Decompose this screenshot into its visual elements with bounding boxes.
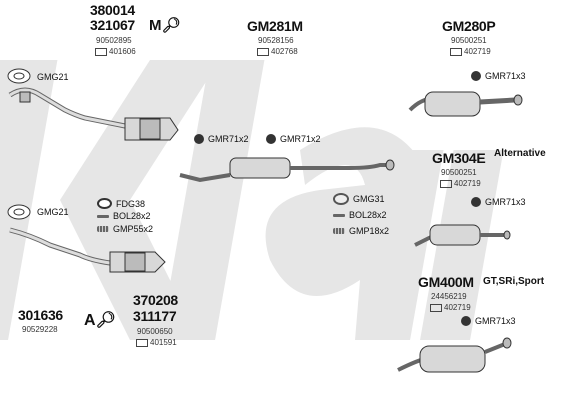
- reference-box-icon: [450, 47, 462, 56]
- fitting-kit-icon[interactable]: M🔎︎: [149, 17, 181, 34]
- part-code-gm280p[interactable]: GM280P: [442, 18, 496, 34]
- downpipe-catalyst-mid[interactable]: [9, 227, 166, 273]
- oe-number: 90528156: [258, 36, 294, 45]
- ref-number: 402719: [430, 303, 471, 312]
- oe-number: 90500251: [441, 168, 477, 177]
- oe-number: 90529228: [22, 325, 58, 334]
- gasket-fdg38[interactable]: FDG38: [97, 198, 145, 209]
- bolt-bol28-right[interactable]: BOL28x2: [333, 210, 387, 220]
- part-code-gm281m[interactable]: GM281M: [247, 18, 303, 34]
- hanger-icon: [471, 197, 481, 207]
- gasket-label[interactable]: GMG21: [37, 207, 69, 217]
- alternative-label: Alternative: [494, 148, 546, 159]
- part-code-380014[interactable]: 380014: [90, 2, 135, 18]
- part-code-gm400m[interactable]: GM400M: [418, 274, 474, 290]
- gasket-gmg31[interactable]: GMG31: [333, 193, 385, 205]
- ref-number: 401606: [95, 47, 136, 56]
- hanger-icon: [266, 134, 276, 144]
- gasket-gmg21-mid[interactable]: [7, 204, 31, 220]
- ref-number: 401591: [136, 338, 177, 347]
- hanger-label[interactable]: GMR71x3: [475, 316, 516, 326]
- oe-number: 90500251: [451, 36, 487, 45]
- clamp-icon: [333, 228, 345, 234]
- hanger-icon: [461, 316, 471, 326]
- variant-label: GT,SRi,Sport: [483, 276, 545, 287]
- center-silencer-gm281m[interactable]: [179, 157, 395, 183]
- reference-box-icon: [430, 303, 442, 312]
- oe-number: 90502895: [96, 36, 132, 45]
- part-code-370208[interactable]: 370208: [133, 292, 178, 308]
- hanger-label[interactable]: GMR71x2: [208, 134, 249, 144]
- ref-number: 402719: [450, 47, 491, 56]
- clamp-gmp18[interactable]: GMP18x2: [333, 226, 389, 236]
- oe-number: 24456219: [431, 292, 467, 301]
- reference-box-icon: [257, 47, 269, 56]
- hanger-label[interactable]: GMR71x3: [485, 71, 526, 81]
- hanger-icon: [194, 134, 204, 144]
- reference-box-icon: [440, 179, 452, 188]
- downpipe-catalyst-top[interactable]: [8, 87, 179, 141]
- oe-number: 90500650: [137, 327, 173, 336]
- clamp-icon: [97, 226, 109, 232]
- part-code-321067[interactable]: 321067: [90, 17, 135, 33]
- bolt-bol28[interactable]: BOL28x2: [97, 211, 151, 221]
- reference-box-icon: [136, 338, 148, 347]
- gasket-gmg21-top[interactable]: [7, 68, 31, 84]
- hanger-label[interactable]: GMR71x3: [485, 197, 526, 207]
- hanger-icon: [471, 71, 481, 81]
- part-code-311177[interactable]: 311177: [133, 308, 177, 324]
- reference-box-icon: [95, 47, 107, 56]
- ref-number: 402768: [257, 47, 298, 56]
- bolt-icon: [333, 213, 345, 217]
- hanger-label[interactable]: GMR71x2: [280, 134, 321, 144]
- rear-silencer-gm280p[interactable]: [408, 91, 523, 117]
- part-code-gm304e[interactable]: GM304E: [432, 150, 486, 166]
- rear-silencer-gm304e[interactable]: [414, 224, 511, 247]
- assembly-kit-icon[interactable]: A🔎︎: [84, 312, 116, 329]
- gasket-icon: [97, 198, 112, 209]
- rear-silencer-gm400m[interactable]: [397, 337, 512, 373]
- clamp-gmp55[interactable]: GMP55x2: [97, 224, 153, 234]
- part-code-301636[interactable]: 301636: [18, 307, 63, 323]
- gasket-label[interactable]: GMG21: [37, 72, 69, 82]
- bolt-icon: [97, 214, 109, 218]
- ring-gasket-icon: [333, 193, 349, 205]
- ref-number: 402719: [440, 179, 481, 188]
